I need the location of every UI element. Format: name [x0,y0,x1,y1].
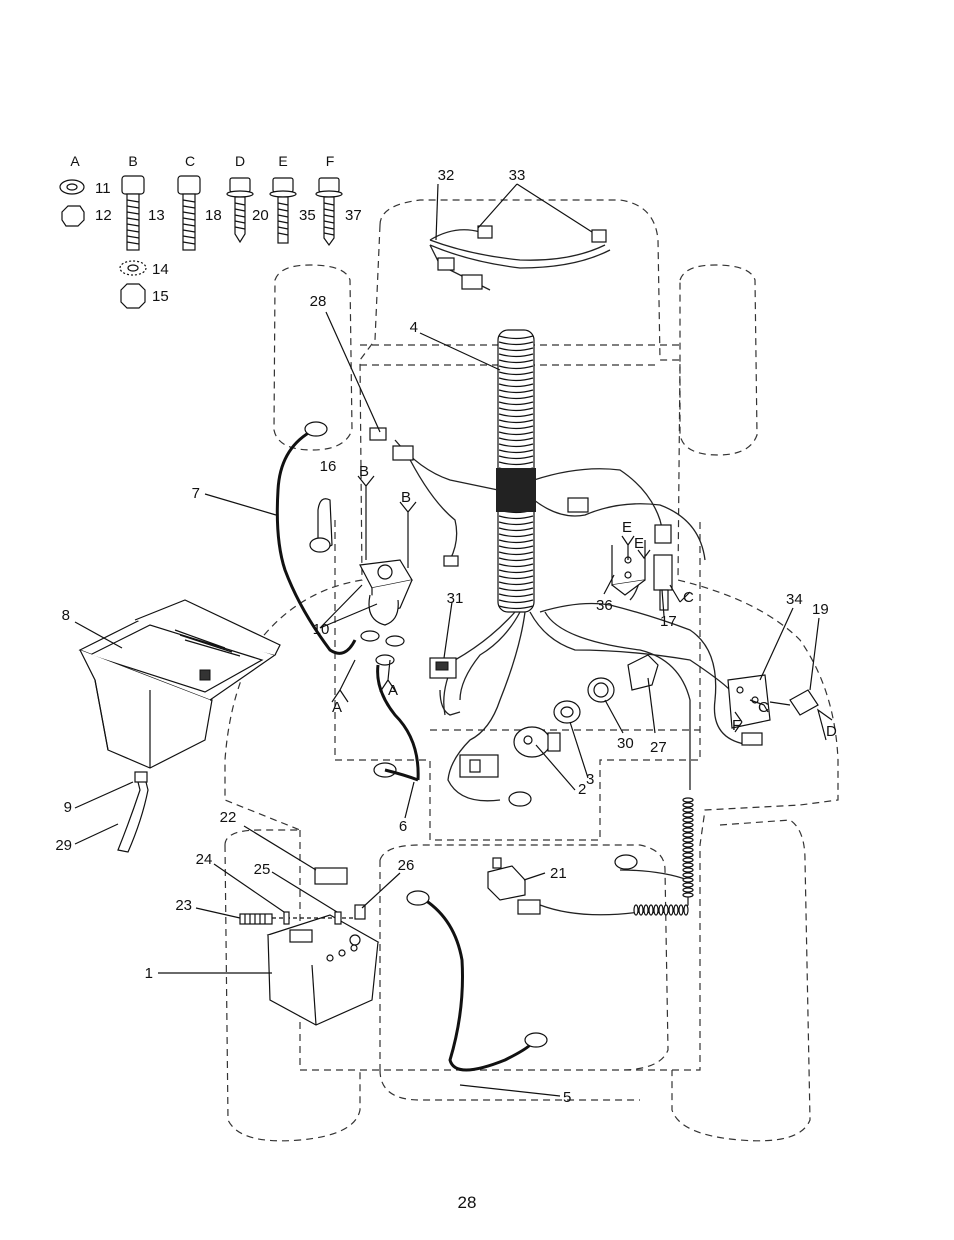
callout-17: 17 [660,613,677,630]
fastener-key: A B C D E F 11 12 13 18 [60,153,362,308]
callout-33: 33 [509,167,526,184]
callout-16: 16 [320,458,337,475]
header-e: E [278,153,287,169]
ref-letter-c: C [758,699,769,716]
headlight-socket-right-icon [592,230,606,242]
ref-letter-e: E [634,535,644,552]
part-number-18: 18 [205,207,222,224]
callout-29: 29 [55,837,72,854]
part-number-37: 37 [345,207,362,224]
callout-23: 23 [175,897,192,914]
ref-letter-e: E [622,519,632,536]
ring-terminal-icon [407,891,429,905]
part-number-12: 12 [95,207,112,224]
part-number-14: 14 [152,261,169,278]
callout-4: 4 [410,319,418,336]
fuse-holder-icon [628,655,658,690]
connector-icon [444,556,458,566]
callout-22: 22 [220,809,237,826]
callout-7: 7 [192,485,200,502]
callout-5: 5 [563,1089,571,1106]
module-21 [488,858,540,914]
callout-32: 32 [438,167,455,184]
callout-31: 31 [447,590,464,607]
header-f: F [326,153,335,169]
long-bolt-icon [122,176,144,250]
callout-34: 34 [786,591,803,608]
drain-tube [118,772,148,852]
ignition-switch [460,727,560,777]
battery-terminal-icon [284,912,289,924]
page-number: 28 [458,1193,477,1212]
part-number-11: 11 [95,180,111,197]
ref-letter-d: D [826,723,837,740]
seat-switch-19 [770,690,818,715]
ring-terminal-icon [615,855,637,869]
part-number-13: 13 [148,207,165,224]
ref-letter-b: B [401,489,411,506]
self-tapping-screw-icon [316,178,342,245]
callout-36: 36 [596,597,613,614]
battery-cable-5 [407,891,547,1070]
callout-27: 27 [650,739,667,756]
battery-cover-icon [315,868,347,884]
callout-6: 6 [399,818,407,835]
callout-8: 8 [62,607,70,624]
headlight-harness [430,226,610,290]
callout-9: 9 [64,799,72,816]
connector-icon [393,446,413,460]
battery-box [80,600,280,768]
harness-conduit [496,330,536,612]
callout-25: 25 [254,861,271,878]
callout-10: 10 [313,621,330,638]
header-c: C [185,153,195,169]
callout-21: 21 [550,865,567,882]
conduit-clamp-icon [496,468,536,512]
flange-bolt-icon [270,178,296,243]
header-d: D [235,153,245,169]
headlight-socket-left-icon [478,226,492,238]
connector-icon [742,733,762,745]
callout-19: 19 [812,601,829,618]
connector-28-icon [370,428,386,440]
callout-28: 28 [310,293,327,310]
ring-terminal-icon [305,422,327,436]
ref-letter-b: B [359,463,369,480]
coiled-cord [540,800,688,915]
battery [268,915,378,1025]
flange-screw-icon [227,178,253,242]
lock-washer-icon [120,261,146,275]
bolt-icon [178,176,200,250]
callout-26: 26 [398,857,415,874]
header-a: A [70,153,80,169]
connector-icon [568,498,588,512]
ring-terminal-icon [509,792,531,806]
main-wiring-harness [395,440,750,801]
part-number-35: 35 [299,207,316,224]
callout-3: 3 [586,771,594,788]
callout-30: 30 [617,735,634,752]
callout-24: 24 [196,851,213,868]
ref-letter-a: A [388,682,398,699]
part-number-15: 15 [152,288,169,305]
header-b: B [128,153,137,169]
ring-terminal-icon [525,1033,547,1047]
callout-1: 1 [145,965,153,982]
ref-letter-a: A [332,699,342,716]
coiled-cord-rings [634,798,693,915]
lock-nut-icon [121,284,145,308]
hex-nut-icon [62,206,84,226]
connector-icon [438,258,454,270]
part-number-20: 20 [252,207,269,224]
ref-letter-f: F [732,717,741,734]
terminal-nut-icon [335,912,341,924]
connector-icon [462,275,482,289]
ref-letter-c: C [683,589,694,606]
